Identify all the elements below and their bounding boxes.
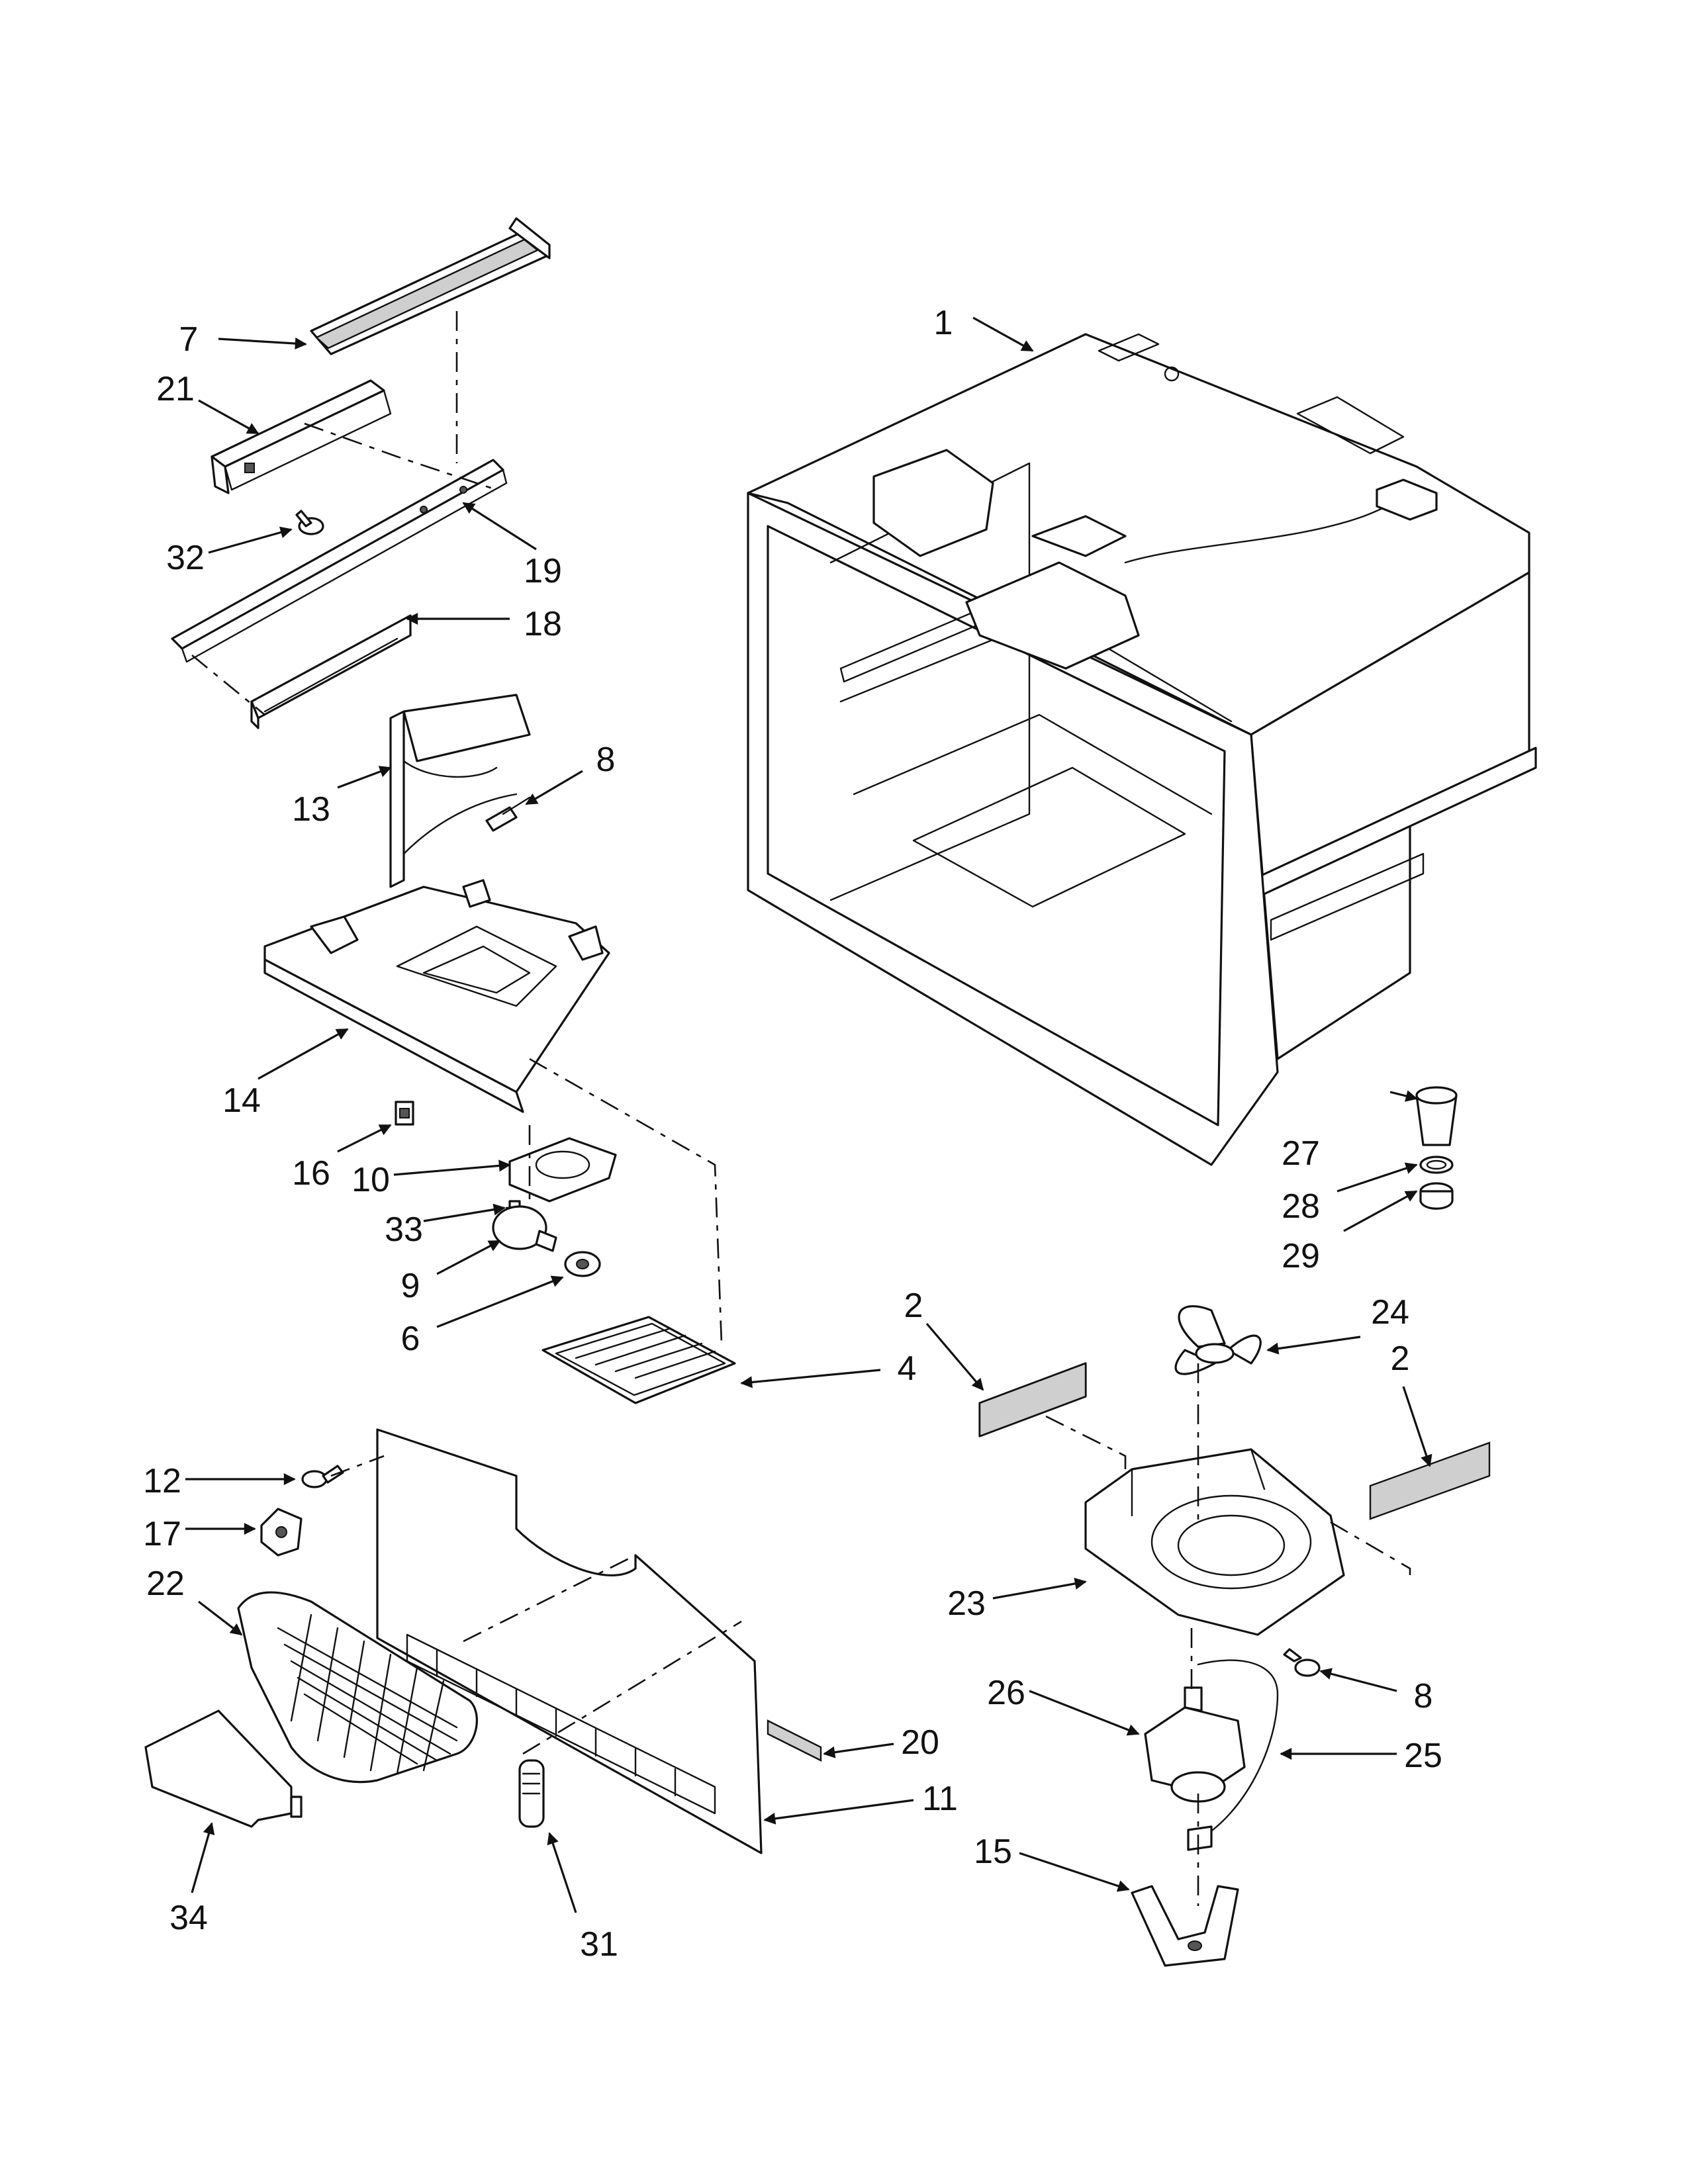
callout-31: 31 — [580, 1925, 618, 1964]
callout-21: 21 — [156, 370, 195, 408]
freezer-liner-part — [747, 333, 1537, 1166]
callout-20: 20 — [901, 1723, 939, 1762]
callout-22: 22 — [146, 1565, 185, 1603]
foam-seal-part — [767, 1719, 822, 1762]
light-socket-housing-part — [508, 1137, 617, 1203]
fan-shroud-part — [1084, 1448, 1345, 1636]
screw-part-upper — [485, 796, 531, 832]
callout-8-upper: 8 — [596, 741, 616, 779]
damper-cup-part — [1415, 1086, 1458, 1146]
callout-27: 27 — [1282, 1134, 1320, 1173]
slide-rail-part — [171, 459, 508, 663]
callout-6: 6 — [401, 1320, 420, 1358]
callout-13: 13 — [292, 790, 330, 829]
callout-19: 19 — [524, 552, 562, 590]
screw-part-lower — [1283, 1648, 1321, 1677]
callout-24: 24 — [1371, 1293, 1409, 1332]
callout-33: 33 — [385, 1210, 423, 1249]
callout-2-right: 2 — [1391, 1340, 1410, 1378]
callout-29: 29 — [1282, 1237, 1320, 1275]
grille-holes — [277, 1614, 458, 1775]
leader-lines — [185, 316, 1432, 1913]
callout-28: 28 — [1282, 1187, 1320, 1226]
damper-cap-part — [1419, 1182, 1454, 1210]
callout-25: 25 — [1404, 1737, 1442, 1775]
rail-support-part — [250, 614, 412, 729]
callout-17: 17 — [143, 1515, 181, 1553]
cover-part — [144, 1709, 303, 1828]
bulb-socket-part — [564, 1251, 601, 1277]
callout-11: 11 — [922, 1780, 958, 1818]
thermistor-part — [518, 1759, 545, 1828]
light-socket-clip-part — [395, 1101, 414, 1126]
light-bulb-part — [492, 1205, 557, 1252]
foam-strip-part-right — [1369, 1441, 1491, 1520]
thermostat-bracket-part — [260, 1508, 303, 1557]
callout-9: 9 — [401, 1267, 420, 1305]
rail-bracket-part — [211, 379, 392, 494]
slide-rail-cover-part — [310, 217, 551, 355]
callout-15: 15 — [974, 1833, 1012, 1871]
callout-10: 10 — [352, 1161, 390, 1199]
callout-7: 7 — [179, 320, 199, 359]
callout-labels: 1 2 2 4 6 7 8 8 9 10 11 12 13 14 15 16 1… — [143, 304, 1442, 1964]
screw-part — [295, 510, 324, 535]
light-shield-part — [541, 1316, 736, 1404]
callout-4: 4 — [898, 1349, 917, 1388]
screw-part-12 — [301, 1465, 344, 1488]
light-housing-part — [263, 879, 610, 1113]
callout-34: 34 — [169, 1899, 208, 1937]
callout-23: 23 — [947, 1584, 986, 1623]
mounting-bracket-part — [389, 694, 531, 888]
motor-bracket-part — [1131, 1885, 1239, 1967]
callout-26: 26 — [987, 1674, 1025, 1712]
callout-1: 1 — [934, 304, 953, 342]
assembly-lines — [191, 311, 1411, 1906]
gasket-ring-part — [1419, 1156, 1454, 1174]
fan-blade-part — [1174, 1305, 1262, 1375]
callout-16: 16 — [292, 1154, 330, 1193]
rear-panel-part — [376, 1428, 763, 1854]
fan-motor-part — [1144, 1686, 1246, 1803]
callout-14: 14 — [222, 1081, 261, 1120]
callout-2-left: 2 — [904, 1287, 923, 1325]
callout-18: 18 — [524, 605, 562, 643]
callout-32: 32 — [166, 539, 205, 577]
foam-strip-part-left — [978, 1362, 1087, 1437]
air-grille-part — [237, 1591, 478, 1784]
callout-8-lower: 8 — [1414, 1677, 1433, 1715]
callout-12: 12 — [143, 1462, 181, 1500]
wire-harness-part — [1187, 1659, 1279, 1851]
